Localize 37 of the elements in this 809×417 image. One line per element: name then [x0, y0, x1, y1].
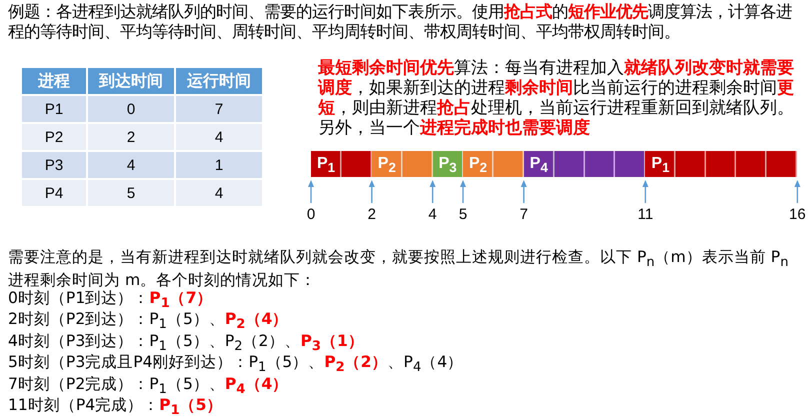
- state-line: 11时刻（P4完成）：P$_{1}$（5）: [8, 396, 223, 417]
- rule-paragraph: 最短剩余时间优先算法：每当有进程加入就绪队列改变时就需要调度，如果新到达的进程剩余时间比当前运行的进程剩余时间更短，则由新进程抢占处理机，当前运行进程重新回到就绪队列。另外，当一个进程完成时也需要调度: [318, 57, 795, 138]
- tick-label: 0: [306, 206, 316, 223]
- gantt-segment: P$_{4}$: [524, 151, 646, 177]
- table-cell: 4: [176, 124, 262, 150]
- table-cell: P4: [22, 180, 86, 206]
- state-line: 4时刻（P3到达）：P$_{1}$（5）、P$_{2}$（2）、P$_{3}$（1）: [8, 332, 364, 354]
- table-cell: 4: [88, 152, 174, 178]
- tick-label: 4: [428, 206, 437, 223]
- note-paragraph: 需要注意的是，当有新进程到达时就绪队列就会改变，就要按照上述规则进行检查。以下 P$_{n}$（m）表示当前 P$_{n}$ 进程剩余时间为 m。各个时刻的情况如下：: [8, 248, 790, 290]
- gantt-segment: P$_{2}$: [463, 151, 524, 177]
- intro-paragraph: 例题：各进程到达就绪队列的时间、需要的运行时间如下表所示。使用抢占式的短作业优先调度算法，计算各进程的等待时间、平均等待时间、周转时间、平均周转时间、带权周转时间、平均带权周转时间。: [8, 2, 793, 42]
- gantt-segment: P$_{2}$: [372, 151, 433, 177]
- table-cell: 2: [88, 124, 174, 150]
- tick-label: 5: [458, 206, 468, 223]
- gantt-segment: P$_{1}$: [645, 151, 798, 177]
- table-cell: 5: [88, 180, 174, 206]
- tick-label: 11: [638, 206, 654, 223]
- table-cell: 0: [88, 96, 174, 122]
- state-line: 5时刻（P3完成且P4刚好到达）：P$_{1}$（5）、P$_{2}$（2）、P$_{4}$（4）: [8, 353, 464, 376]
- state-line: 7时刻（P2完成）：P$_{1}$（5）、P$_{4}$（4）: [8, 374, 288, 397]
- tick-label: 2: [368, 206, 376, 223]
- table-cell: 1: [176, 152, 262, 178]
- tick-label: 16: [789, 206, 806, 223]
- state-line: 0时刻（P1到达）：P$_{1}$（7）: [8, 289, 213, 312]
- table-cell: P1: [22, 96, 86, 122]
- table-cell: 4: [176, 180, 262, 206]
- table-cell: P2: [22, 124, 86, 150]
- state-line: 2时刻（P2到达）：P$_{1}$（5）、P$_{2}$（4）: [8, 310, 288, 333]
- table-cell: P3: [22, 152, 86, 178]
- table-cell: 7: [176, 96, 262, 122]
- tick-label: 7: [520, 206, 528, 223]
- header-cell: 进程: [22, 68, 86, 94]
- header-cell: 运行时间: [176, 68, 262, 94]
- header-cell: 到达时间: [88, 68, 174, 94]
- gantt-segment: P$_{1}$: [311, 151, 372, 177]
- gantt-segment: P$_{3}$: [432, 151, 463, 177]
